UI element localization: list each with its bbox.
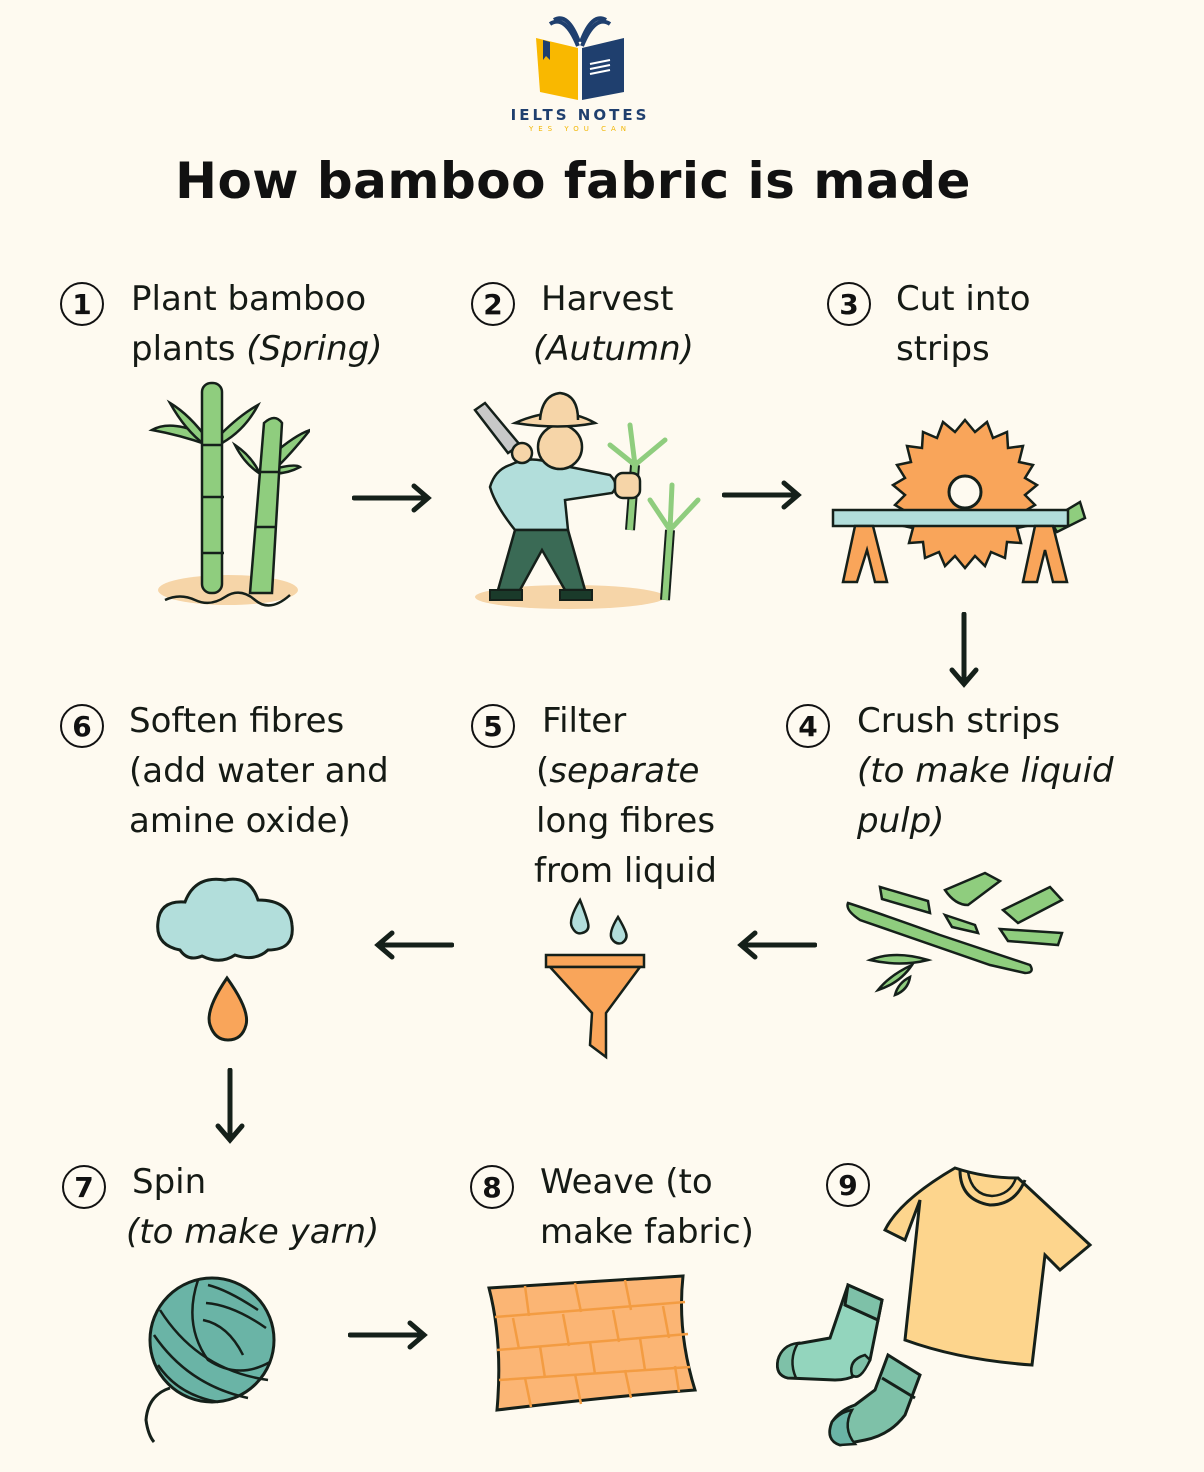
step-number-badge: 7 (62, 1165, 106, 1209)
arrow-right-icon (352, 483, 432, 513)
crushed-strips-icon (846, 871, 1065, 998)
yarn-ball-icon (144, 1276, 276, 1443)
arrow-down-icon (949, 612, 979, 688)
step-number-badge: 8 (470, 1165, 514, 1209)
arrow-down-icon (215, 1068, 245, 1144)
step-label: Filter (separate long fibres from liquid (534, 701, 717, 891)
step-number-badge: 4 (786, 704, 830, 748)
step-label: Cut into strips (896, 279, 1031, 369)
cloud-drop-icon (156, 877, 294, 1042)
step-label: Plant bamboo plants (Spring) (131, 279, 383, 369)
woven-fabric-icon (487, 1274, 697, 1412)
step-number-badge: 6 (60, 704, 104, 748)
funnel-icon (544, 897, 646, 1060)
arrow-left-icon (374, 930, 454, 960)
step-label: Soften fibres (add water and amine oxide… (129, 701, 389, 841)
logo-tagline: YES YOU CAN (528, 125, 632, 133)
step-label: Harvest (Autumn) (533, 279, 694, 369)
farmer-harvest-icon (473, 391, 701, 609)
step-number-badge: 3 (827, 282, 871, 326)
logo-title: IELTS NOTES (510, 106, 650, 124)
bamboo-plants-icon (148, 381, 310, 607)
page-title: How bamboo fabric is made (175, 152, 971, 210)
arrow-right-icon (348, 1320, 428, 1350)
step-number-badge: 5 (471, 704, 515, 748)
step-label: Spin (to make yarn) (126, 1162, 380, 1252)
arrow-right-icon (722, 480, 802, 510)
step-number-badge: 9 (826, 1163, 870, 1207)
step-label: Crush strips (to make liquid pulp) (857, 701, 1114, 841)
tshirt-socks-icon (776, 1166, 1093, 1447)
step-label: Weave (to make fabric) (540, 1162, 754, 1252)
step-number-badge: 2 (471, 282, 515, 326)
open-book-icon (536, 16, 624, 100)
circular-saw-icon (831, 418, 1087, 584)
arrow-left-icon (737, 930, 817, 960)
logo: IELTS NOTES YES YOU CAN (500, 12, 660, 142)
step-number-badge: 1 (60, 282, 104, 326)
